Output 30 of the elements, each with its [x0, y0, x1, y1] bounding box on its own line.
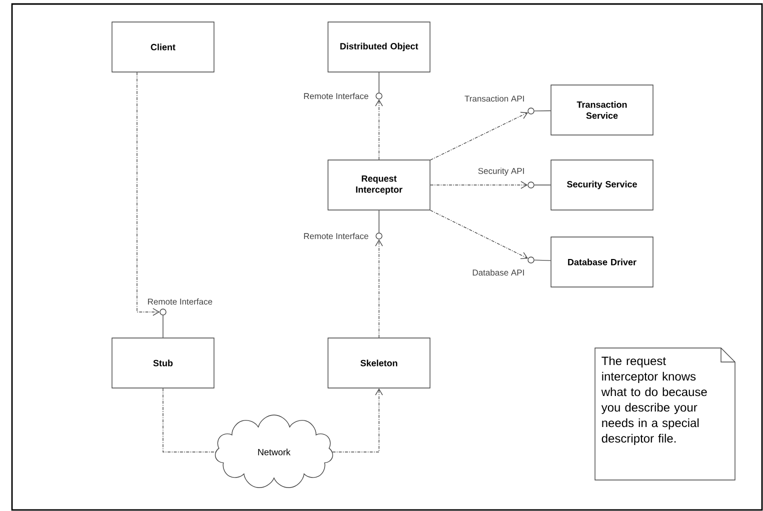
component-box: Database Driver: [550, 236, 654, 288]
component-box: Client: [112, 22, 214, 72]
network-cloud: Network: [214, 414, 334, 488]
connector-line: [378, 72, 380, 93]
component-box: Transaction Service: [550, 84, 654, 136]
component-box: Stub: [112, 338, 214, 388]
component-box: Distributed Object: [328, 22, 430, 72]
arrow: [136, 72, 160, 316]
component-box: Skeleton: [328, 338, 430, 388]
component-box: Security Service: [550, 160, 654, 210]
component-box: Request Interceptor: [328, 160, 430, 210]
connector-line: [162, 314, 164, 338]
arrow: [430, 210, 528, 260]
arrow: [332, 388, 383, 452]
connector-line: [378, 210, 380, 233]
arrow: [430, 112, 528, 160]
interface-label: Transaction API: [464, 95, 524, 102]
connector-line: [534, 110, 551, 112]
arrow: [430, 181, 528, 189]
interface-label: Database API: [472, 269, 524, 276]
interface-label: Remote Interface: [148, 298, 212, 305]
arrow: [375, 99, 383, 160]
interface-label: Security API: [478, 168, 524, 176]
note: The request interceptor knows what to do because you describe your needs in a special descriptor file.: [594, 348, 736, 480]
connector-line: [534, 184, 551, 186]
connector-line: [162, 388, 216, 452]
arrow: [375, 239, 383, 338]
connector-line: [534, 260, 551, 261]
interface-label: Remote Interface: [304, 232, 368, 240]
interface-label: Remote Interface: [304, 92, 368, 100]
